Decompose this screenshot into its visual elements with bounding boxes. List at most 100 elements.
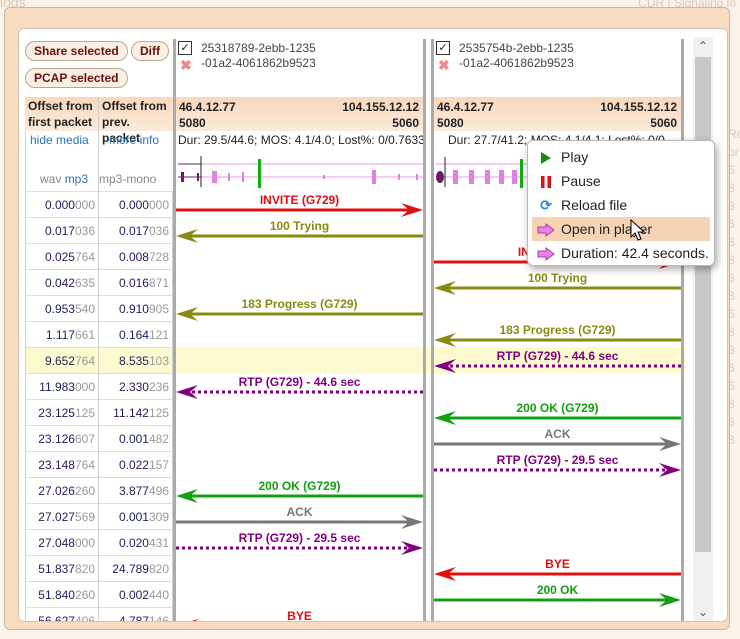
- sip-message-arrow[interactable]: 183 Progress (G729): [176, 295, 423, 321]
- menu-item-open-in-player[interactable]: Open in player: [532, 217, 710, 241]
- offset-minor-digits: 540: [74, 302, 95, 316]
- sip-message-arrow[interactable]: RTP (G729) - 29.5 sec: [434, 451, 681, 477]
- offset-first-cell: 9.652764: [25, 347, 99, 373]
- sip-message-arrow[interactable]: 200 OK: [434, 581, 681, 607]
- sip-message-arrow[interactable]: BYE: [434, 555, 681, 581]
- offset-significant-digits: 56.627: [38, 614, 75, 622]
- offset-significant-digits: 0.000: [118, 198, 149, 212]
- arrow-left-icon: [176, 307, 423, 321]
- sip-message-label[interactable]: 183 Progress (G729): [241, 297, 358, 311]
- call1-remove-icon[interactable]: ✖: [180, 57, 192, 73]
- arrow-left-icon: [434, 411, 681, 425]
- arrow-right-icon: [176, 541, 423, 555]
- sip-message-label[interactable]: 200 OK (G729): [258, 479, 341, 493]
- sip-message-arrow[interactable]: 100 Trying: [176, 217, 423, 243]
- menu-item-play[interactable]: Play: [532, 145, 710, 169]
- offset-first-cell: 51.840260: [25, 581, 99, 607]
- menu-item-label: Duration: 42.4 seconds.: [561, 245, 709, 261]
- sip-message-label[interactable]: RTP (G729) - 44.6 sec: [238, 375, 361, 389]
- sip-message-arrow[interactable]: 183 Progress (G729): [434, 321, 681, 347]
- background-tabs: CDR | Signaling lo: [638, 0, 736, 10]
- offset-minor-digits: 036: [74, 224, 95, 238]
- mp3-mono-link[interactable]: mp3-mono: [99, 172, 157, 186]
- offset-significant-digits: 0.953: [44, 302, 75, 316]
- sip-message-label[interactable]: 100 Trying: [527, 271, 588, 285]
- sip-message-arrow[interactable]: INVITE (G729): [176, 191, 423, 217]
- offset-prev-cell: 0.017036: [99, 217, 173, 243]
- arrow-right-icon: [176, 203, 423, 217]
- call2-id: 2535754b-2ebb-1235 -01a2-4061862b9523: [459, 41, 574, 70]
- background-column-cell: 6: [728, 217, 735, 231]
- offset-prev-cell: 0.002440: [99, 581, 173, 607]
- sip-message-label[interactable]: ACK: [544, 427, 571, 441]
- scroll-down-icon[interactable]: ⌄: [697, 605, 709, 619]
- arrow-left-icon: [434, 567, 681, 581]
- offset-significant-digits: 27.048: [38, 536, 75, 550]
- offset-prev-cell: 0.000000: [99, 191, 173, 217]
- vertical-scrollbar[interactable]: ⌃ ⌄: [693, 37, 713, 621]
- offset-significant-digits: 23.126: [38, 432, 75, 446]
- offset-minor-digits: 764: [74, 354, 95, 368]
- menu-item-label: Pause: [561, 173, 601, 189]
- sip-message-arrow[interactable]: ACK: [176, 503, 423, 529]
- offset-significant-digits: 27.027: [38, 510, 75, 524]
- call2-select-checkbox[interactable]: ✓: [436, 41, 450, 55]
- sip-message-arrow[interactable]: BYE: [176, 607, 423, 622]
- sip-message-label[interactable]: 183 Progress (G729): [499, 323, 616, 337]
- sequence-diagram-area: Share selected Diff PCAP selected ✓ ✖ 25…: [19, 29, 711, 622]
- offset-minor-digits: 000: [74, 536, 95, 550]
- mp3-link[interactable]: mp3: [64, 172, 89, 186]
- pcap-selected-button[interactable]: PCAP selected: [25, 68, 128, 88]
- audio-format-links: wav mp3: [40, 172, 88, 186]
- offset-first-cell: 27.048000: [25, 529, 99, 555]
- sip-message-label[interactable]: RTP (G729) - 44.6 sec: [496, 349, 619, 363]
- offset-first-cell: 27.026260: [25, 477, 99, 503]
- sip-message-label[interactable]: 100 Trying: [269, 219, 330, 233]
- sip-message-label[interactable]: BYE: [545, 557, 570, 571]
- offset-significant-digits: 0.022: [118, 458, 149, 472]
- offset-minor-digits: 000: [148, 198, 169, 212]
- sip-message-arrow[interactable]: 100 Trying: [434, 269, 681, 295]
- diff-button[interactable]: Diff: [131, 41, 169, 61]
- sip-message-arrow[interactable]: RTP (G729) - 44.6 sec: [434, 347, 681, 373]
- sip-message-label[interactable]: ACK: [286, 505, 313, 519]
- sip-message-label[interactable]: BYE: [287, 609, 312, 622]
- call1-select-checkbox[interactable]: ✓: [178, 41, 192, 55]
- sip-message-label[interactable]: RTP (G729) - 29.5 sec: [238, 531, 361, 545]
- menu-item-reload-file[interactable]: ⟳ Reload file: [532, 193, 710, 217]
- offset-prev-cell: 0.001482: [99, 425, 173, 451]
- menu-item-pause[interactable]: Pause: [532, 169, 710, 193]
- sip-history-dialog: Share selected Diff PCAP selected ✓ ✖ 25…: [4, 7, 730, 630]
- sip-message-arrow[interactable]: ACK: [434, 425, 681, 451]
- wav-link[interactable]: wav: [40, 172, 62, 186]
- sip-message-arrow[interactable]: 200 OK (G729): [176, 477, 423, 503]
- offset-minor-digits: 820: [148, 562, 169, 576]
- hide-media-link[interactable]: hide media: [30, 133, 89, 147]
- offset-minor-digits: 431: [148, 536, 169, 550]
- arrow-left-icon: [176, 385, 423, 399]
- sip-message-label[interactable]: 200 OK (G729): [516, 401, 599, 415]
- offset-significant-digits: 23.148: [38, 458, 75, 472]
- offset-significant-digits: 0.000: [44, 198, 75, 212]
- call1-audio-waveform[interactable]: [178, 154, 423, 190]
- sip-message-label[interactable]: INVITE (G729): [259, 193, 340, 207]
- offset-prev-cell: 4.787146: [99, 607, 173, 621]
- menu-item-label: Open in player: [561, 221, 653, 237]
- sip-message-arrow[interactable]: RTP (G729) - 44.6 sec: [176, 373, 423, 399]
- sip-message-label[interactable]: RTP (G729) - 29.5 sec: [496, 453, 619, 467]
- arrow-right-icon: [434, 593, 681, 607]
- offset-prev-cell: 0.016871: [99, 269, 173, 295]
- offset-prev-cell: 2.330236: [99, 373, 173, 399]
- scrollbar-thumb[interactable]: [695, 57, 711, 552]
- more-info-link[interactable]: more info: [109, 133, 160, 147]
- sip-message-label[interactable]: 200 OK: [536, 583, 579, 597]
- call2-remove-icon[interactable]: ✖: [438, 57, 450, 73]
- offset-significant-digits: 2.330: [118, 380, 149, 394]
- sip-message-arrow[interactable]: 200 OK (G729): [434, 399, 681, 425]
- scroll-up-icon[interactable]: ⌃: [697, 39, 709, 53]
- sip-message-arrow[interactable]: RTP (G729) - 29.5 sec: [176, 529, 423, 555]
- offset-minor-digits: 000: [74, 198, 95, 212]
- share-selected-button[interactable]: Share selected: [25, 41, 128, 61]
- offset-significant-digits: 0.016: [118, 276, 149, 290]
- arrow-left-icon: [434, 359, 681, 373]
